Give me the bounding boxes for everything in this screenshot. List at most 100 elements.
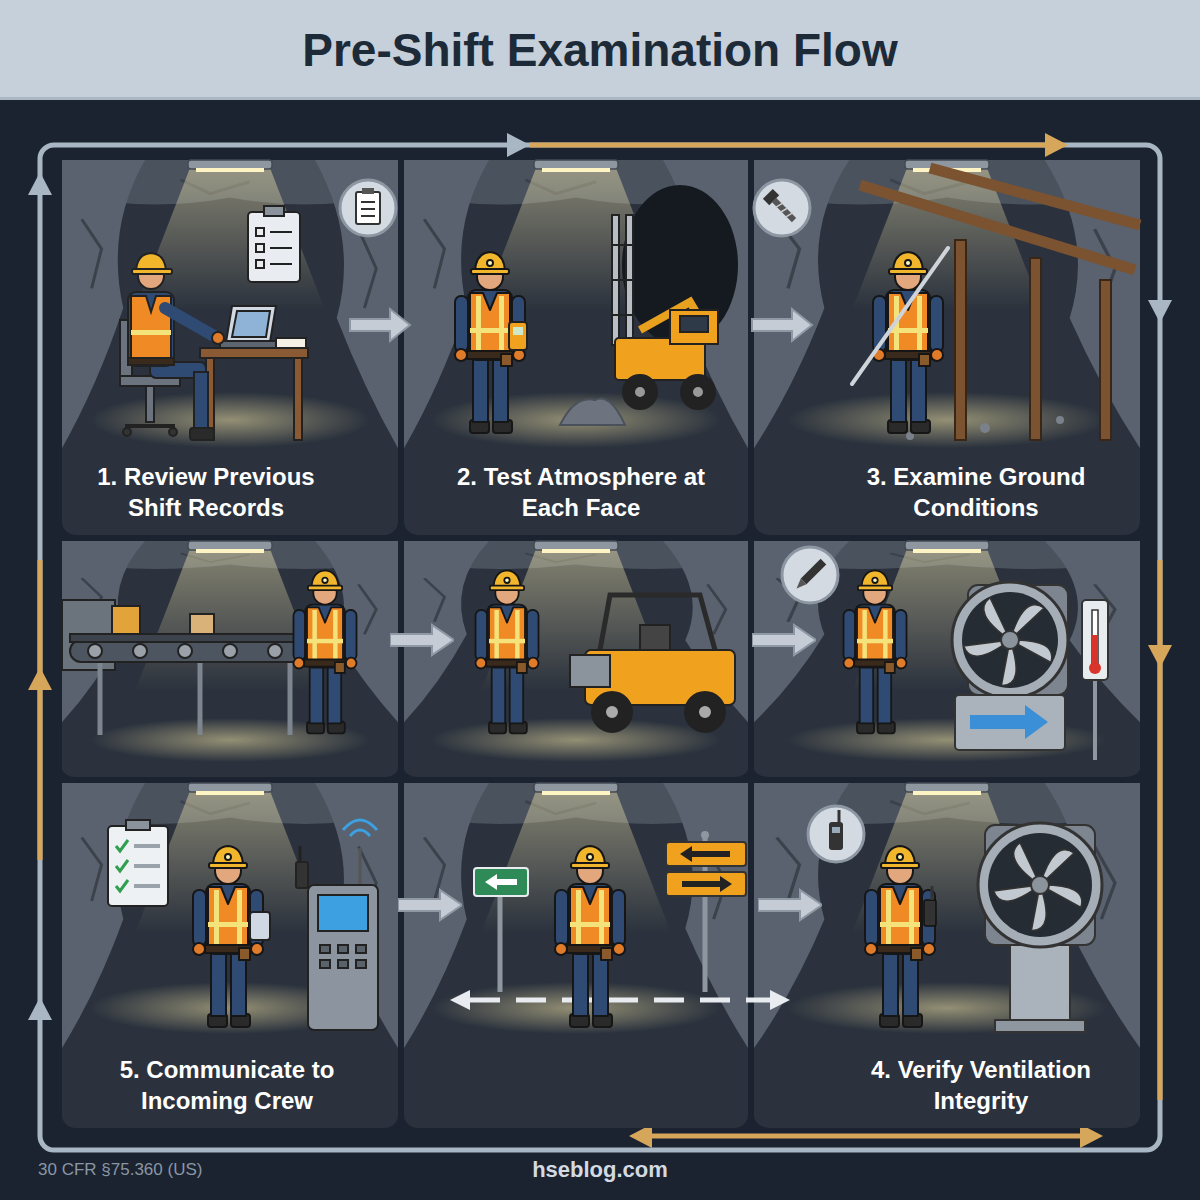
scaling-bar — [852, 248, 948, 384]
utility-vehicle — [570, 595, 735, 732]
radio — [924, 886, 936, 926]
loop-frame-part — [530, 143, 1045, 148]
fan-check-scene-part — [970, 705, 1048, 739]
communication-scene-part — [134, 864, 160, 868]
fan-check-scene-part — [1092, 635, 1098, 665]
radio-icon-part — [832, 827, 840, 833]
communication-scene-part — [134, 884, 160, 888]
ground-support-scene-part — [1056, 416, 1064, 424]
drill-face-scene — [560, 185, 738, 425]
records-desk-scene-part — [270, 247, 292, 249]
tablet-device — [250, 912, 270, 940]
communication-scene-part — [356, 960, 366, 968]
fan-check-scene-part — [962, 597, 1054, 689]
ground-support-scene-part — [930, 168, 1140, 225]
fan-check-scene-part — [1092, 610, 1098, 665]
conveyor-scene-part — [98, 662, 103, 735]
conveyor-scene-part — [223, 644, 237, 658]
step-panel: 4. Verify Ventilation Integrity — [822, 785, 1140, 1128]
records-desk-scene-part — [132, 269, 172, 274]
step-caption: 5. Communicate to Incoming Crew — [102, 1054, 352, 1116]
communication-scene-part — [134, 844, 160, 848]
ventilation-scene — [978, 823, 1102, 1032]
clipboard-icon-part — [361, 215, 375, 217]
ceiling-lamps — [135, 160, 1042, 933]
floor-light-part — [431, 718, 721, 762]
loop-frame-part — [28, 997, 52, 1020]
records-desk-scene-part — [212, 332, 224, 344]
clipboard-icon-part — [356, 192, 380, 224]
route-scene-part — [485, 874, 517, 890]
step-panel: 3. Examine Ground Conditions — [812, 160, 1140, 535]
route-scene-part — [701, 831, 709, 839]
records-desk-scene-part — [256, 228, 264, 236]
step-arrow-part — [390, 625, 454, 655]
communication-scene-part — [359, 848, 362, 885]
conveyor-scene-part — [190, 614, 214, 634]
gas-detector — [509, 322, 527, 350]
records-desk-scene-part — [169, 428, 177, 436]
records-desk-scene-part — [270, 263, 292, 265]
conveyor-scene-part — [178, 644, 192, 658]
conveyor-scene-part — [112, 606, 140, 634]
ventilation-scene-part — [995, 1020, 1085, 1032]
gas-detector-part — [509, 322, 527, 350]
communication-scene-part — [308, 885, 378, 1030]
drill-face-scene-part — [634, 386, 646, 398]
conveyor-scene-part — [133, 644, 147, 658]
route-scene-part — [666, 872, 746, 896]
diagram-title: Pre-Shift Examination Flow — [0, 0, 1200, 100]
utility-vehicle-part — [698, 705, 712, 719]
cave-tiles-part — [62, 541, 398, 777]
records-desk-scene-part — [226, 306, 276, 342]
bolt-icon-part — [763, 189, 799, 225]
clipboard-icon-part — [361, 208, 375, 210]
communication-scene-part — [116, 840, 128, 851]
communication-scene-part — [296, 862, 308, 888]
radio-part — [931, 886, 934, 900]
conveyor-scene-part — [70, 634, 305, 642]
radio-icon-part — [838, 810, 841, 822]
step-arrow — [390, 625, 822, 920]
ventilation-scene-part — [988, 833, 1092, 937]
utility-vehicle-part — [600, 595, 715, 650]
pen-icon-part-part — [801, 559, 826, 584]
drill-face-scene-part — [681, 375, 715, 409]
bolt-icon-part-part — [772, 198, 796, 222]
loop-frame-part — [40, 145, 1160, 1150]
loop-frame-part — [1045, 133, 1068, 157]
drill-face-scene-part — [680, 316, 708, 332]
records-desk-scene-part — [200, 348, 308, 358]
communication-scene-part — [350, 830, 370, 836]
step-panel: 2. Test Atmosphere at Each Face — [410, 160, 752, 535]
loop-frame-part — [28, 667, 52, 690]
records-desk-scene-part — [123, 428, 131, 436]
step-caption: 3. Examine Ground Conditions — [851, 461, 1101, 523]
ground-support-scene-part — [1100, 280, 1111, 440]
records-desk-scene-part — [276, 338, 306, 348]
radio-part — [924, 900, 936, 926]
fan-check-scene — [952, 582, 1108, 760]
step-caption: 2. Test Atmosphere at Each Face — [456, 461, 706, 523]
conveyor-scene-part — [288, 662, 293, 735]
ground-support-scene-part — [980, 423, 990, 433]
conveyor-scene-part — [268, 644, 282, 658]
conveyor-scene-part — [70, 640, 305, 662]
reference-note: 30 CFR §75.360 (US) — [38, 1160, 438, 1180]
route-scene-part — [474, 868, 528, 896]
cave-tiles-part — [754, 783, 1140, 1128]
step-caption: 1. Review Previous Shift Records — [81, 461, 331, 523]
miner-figure — [844, 570, 907, 733]
cave-tiles — [62, 160, 1140, 1128]
cave-tiles-part — [754, 541, 1140, 777]
utility-vehicle-part — [570, 655, 610, 687]
communication-scene-part — [343, 820, 377, 830]
communication-scene-part — [299, 846, 302, 862]
pen-icon-part — [782, 547, 838, 603]
communication-scene-part — [318, 895, 368, 931]
records-desk-scene-part — [256, 244, 264, 252]
drill-face-scene-part — [692, 386, 704, 398]
records-desk-scene-part — [294, 358, 302, 440]
